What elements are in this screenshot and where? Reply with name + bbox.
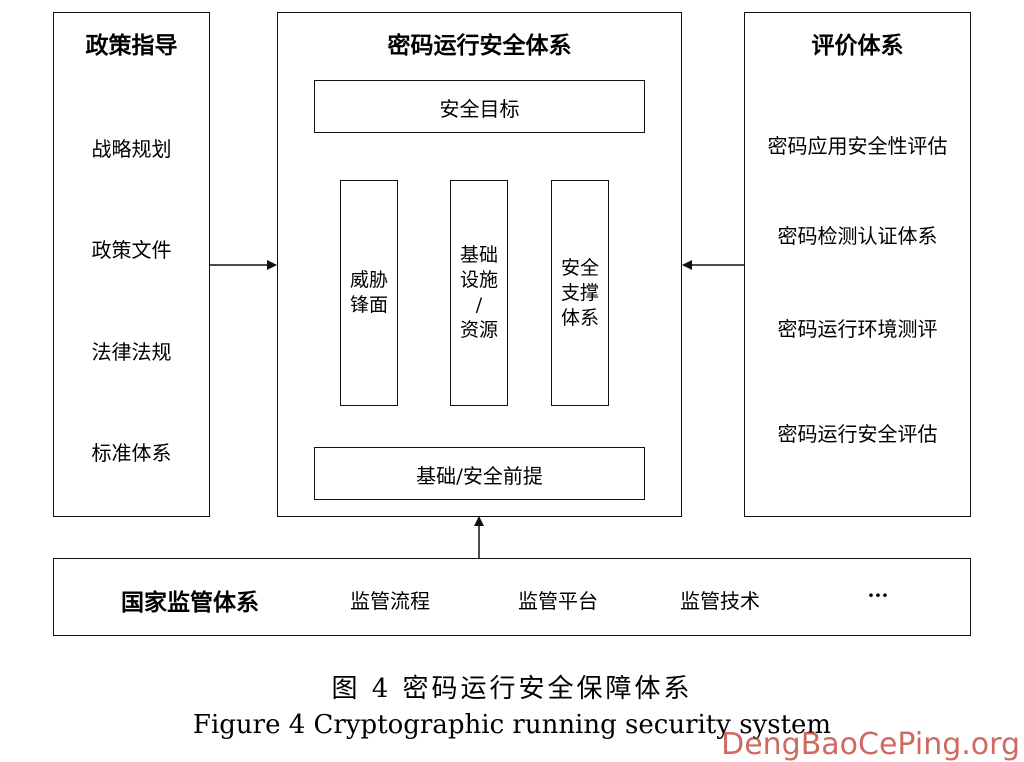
- evaluation-item-app-assessment: 密码应用安全性评估: [767, 134, 948, 158]
- infra-label: 基础 设施 / 资源: [459, 244, 498, 341]
- core-title: 密码运行安全体系: [387, 32, 572, 59]
- supervision-item-technology: 监管技术: [680, 589, 760, 613]
- goal-box: [314, 80, 645, 133]
- policy-panel: [53, 12, 210, 517]
- evaluation-item-environment: 密码运行环境测评: [777, 317, 938, 341]
- supervision-title: 国家监管体系: [121, 589, 259, 616]
- evaluation-panel: [744, 12, 971, 517]
- premise-label: 基础/安全前提: [416, 464, 543, 488]
- support-label: 安全 支撑 体系: [560, 257, 599, 329]
- policy-item-laws: 法律法规: [91, 340, 172, 364]
- policy-item-standards: 标准体系: [91, 441, 172, 465]
- policy-item-strategy: 战略规划: [91, 137, 172, 161]
- figure-caption-chinese: 图 4 密码运行安全保障体系: [331, 674, 693, 704]
- supervision-item-process: 监管流程: [350, 589, 430, 613]
- policy-title: 政策指导: [85, 32, 178, 59]
- goal-label: 安全目标: [439, 97, 520, 121]
- supervision-item-platform: 监管平台: [518, 589, 598, 613]
- evaluation-item-certification: 密码检测认证体系: [777, 224, 938, 248]
- supervision-item-more: ···: [867, 583, 889, 607]
- supervision-panel: [53, 558, 971, 636]
- threat-box: [340, 180, 398, 406]
- infra-box: [450, 180, 508, 406]
- support-box: [551, 180, 609, 406]
- evaluation-item-running-assessment: 密码运行安全评估: [777, 422, 938, 446]
- premise-box: [314, 447, 645, 500]
- watermark-text: DengBaoCePing.org: [721, 727, 1020, 762]
- threat-label: 威胁 锋面: [349, 269, 388, 316]
- policy-item-documents: 政策文件: [91, 238, 172, 262]
- evaluation-title: 评价体系: [811, 32, 904, 59]
- figure-caption-english: Figure 4 Cryptographic running security …: [192, 710, 832, 740]
